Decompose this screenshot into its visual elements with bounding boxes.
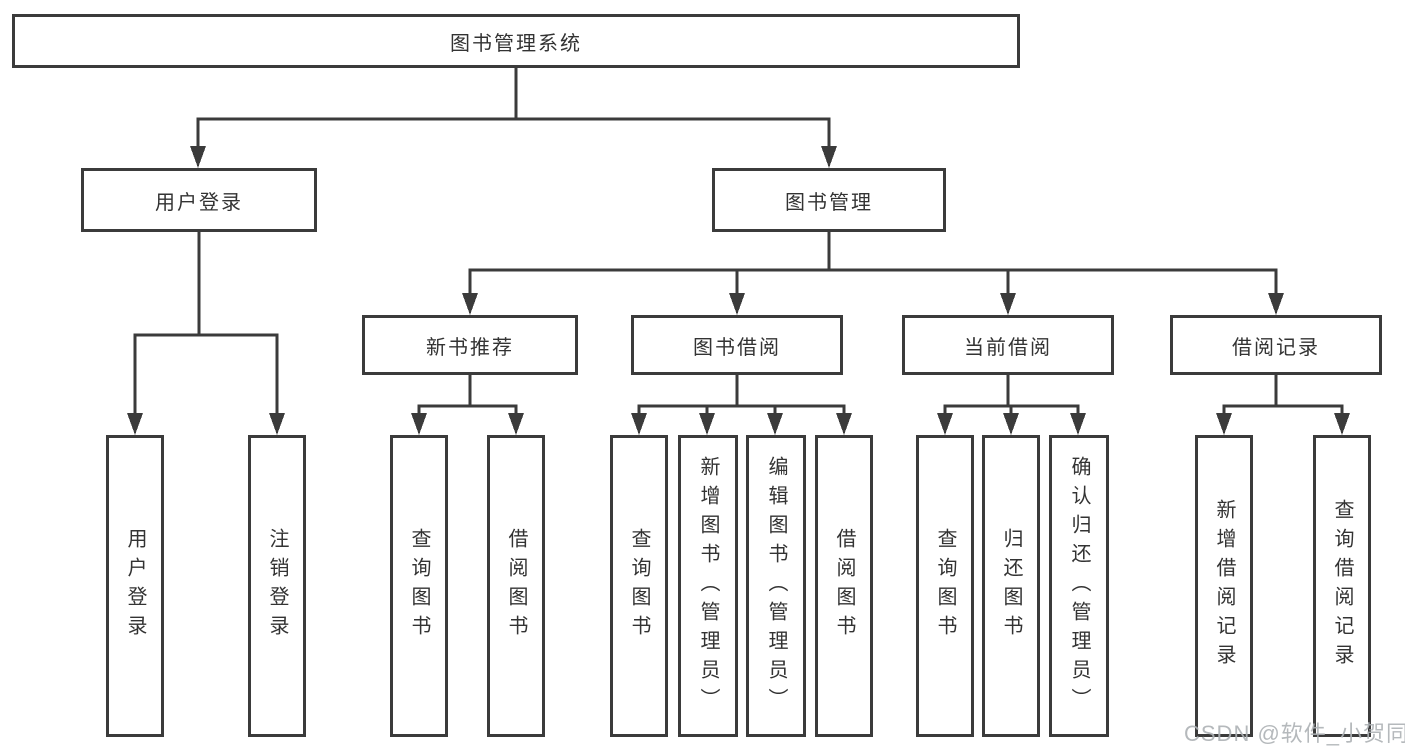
arrowhead — [269, 413, 285, 435]
arrowhead — [127, 413, 143, 435]
arrowhead — [411, 413, 427, 435]
arrowhead — [767, 413, 783, 435]
leaf-query-books-borrow: 查询图书 — [610, 435, 668, 737]
user-login-children-connector — [127, 232, 285, 435]
arrowhead — [1003, 413, 1019, 435]
arrowhead — [821, 146, 837, 168]
arrowhead — [729, 293, 745, 315]
arrowhead — [508, 413, 524, 435]
leaf-query-borrow-record: 查询借阅记录 — [1313, 435, 1371, 737]
arrowhead — [1334, 413, 1350, 435]
node-new-book-recommend: 新书推荐 — [362, 315, 578, 375]
node-user-login: 用户登录 — [81, 168, 317, 232]
current-borrow-children-connector — [937, 375, 1086, 435]
leaf-confirm-return-admin: 确认归还（管理员） — [1049, 435, 1109, 737]
arrowhead — [937, 413, 953, 435]
leaf-borrow-books-recommend: 借阅图书 — [487, 435, 545, 737]
arrowhead — [1268, 293, 1284, 315]
arrowhead — [462, 293, 478, 315]
arrowhead — [631, 413, 647, 435]
node-borrow-records: 借阅记录 — [1170, 315, 1382, 375]
leaf-logout: 注销登录 — [248, 435, 306, 737]
node-current-borrow: 当前借阅 — [902, 315, 1114, 375]
book-borrow-children-connector — [631, 375, 852, 435]
leaf-query-books-recommend: 查询图书 — [390, 435, 448, 737]
leaf-add-books-admin: 新增图书（管理员） — [678, 435, 738, 737]
leaf-return-books: 归还图书 — [982, 435, 1040, 737]
borrow-records-children-connector — [1216, 375, 1350, 435]
leaf-user-login: 用户登录 — [106, 435, 164, 737]
arrowhead — [699, 413, 715, 435]
arrowhead — [836, 413, 852, 435]
node-book-management: 图书管理 — [712, 168, 946, 232]
arrowhead — [1000, 293, 1016, 315]
leaf-add-borrow-record: 新增借阅记录 — [1195, 435, 1253, 737]
leaf-borrow-books: 借阅图书 — [815, 435, 873, 737]
arrowhead — [190, 146, 206, 168]
root-to-level2-connector — [190, 68, 837, 168]
book-management-sections-connector — [462, 232, 1284, 315]
leaf-query-books-current: 查询图书 — [916, 435, 974, 737]
node-library-system: 图书管理系统 — [12, 14, 1020, 68]
csdn-watermark: CSDN @软件_小贺同学 — [1184, 721, 1405, 746]
leaf-edit-books-admin: 编辑图书（管理员） — [746, 435, 806, 737]
new-book-recommend-children-connector — [411, 375, 524, 435]
arrowhead — [1070, 413, 1086, 435]
node-book-borrow: 图书借阅 — [631, 315, 843, 375]
arrowhead — [1216, 413, 1232, 435]
